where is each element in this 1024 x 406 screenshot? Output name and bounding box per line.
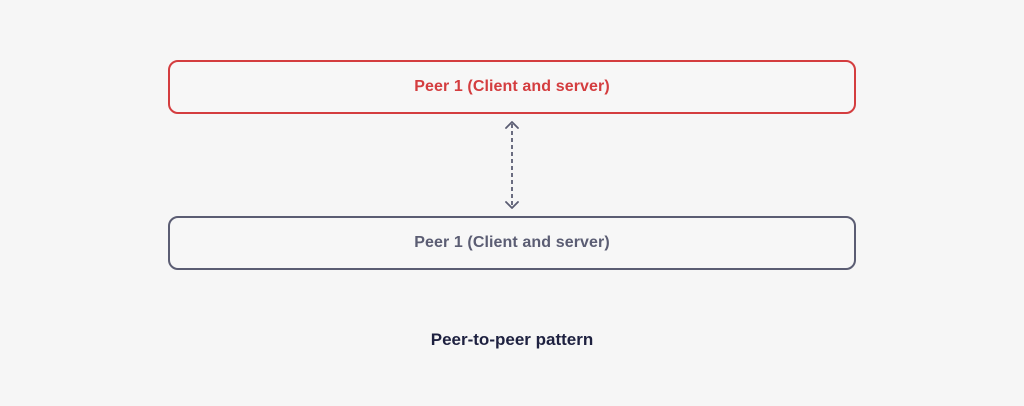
diagram-caption: Peer-to-peer pattern	[430, 330, 594, 349]
arrowhead-down-icon	[505, 201, 519, 209]
peer-node-bottom-label: Peer 1 (Client and server)	[414, 234, 610, 251]
bidirectional-dashed-arrow	[505, 121, 519, 209]
peer-node-top-label: Peer 1 (Client and server)	[414, 78, 610, 95]
peer-node-top: Peer 1 (Client and server)	[168, 60, 856, 114]
peer-node-bottom: Peer 1 (Client and server)	[168, 216, 856, 270]
arrowhead-up-icon	[505, 121, 519, 129]
